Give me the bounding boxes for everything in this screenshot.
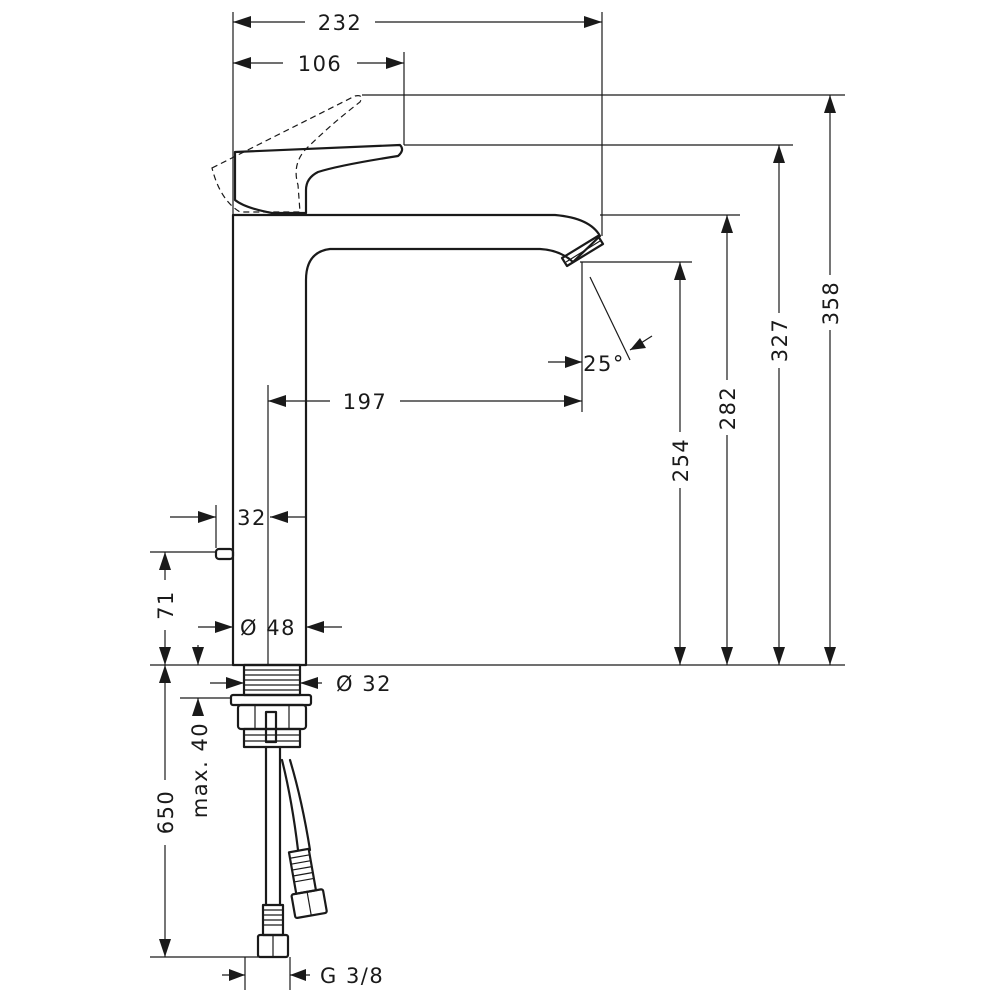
lever-open-outline	[211, 95, 362, 213]
washer	[229, 693, 313, 707]
dim-height-282: 282	[716, 215, 740, 665]
dim-deck-thickness: max. 40	[188, 645, 212, 818]
spray-angle-line	[589, 276, 631, 361]
dim-106-label: 106	[298, 52, 343, 76]
hose-fitting-angled	[287, 847, 328, 920]
dim-popup-offset: 32	[170, 505, 306, 548]
dim-282-label: 282	[716, 386, 740, 431]
dim-48-label: Ø 48	[240, 616, 296, 640]
dim-popup-height: 71	[154, 552, 178, 665]
lever-outline	[233, 143, 404, 215]
lower-thread	[242, 727, 302, 749]
dim-body-diameter: Ø 48	[198, 616, 342, 640]
dim-g38-label: G 3/8	[320, 964, 384, 988]
dim-358-label: 358	[819, 281, 843, 326]
dim-71-label: 71	[154, 590, 178, 620]
popup-knob	[214, 547, 235, 561]
dim-connection-thread: G 3/8	[222, 964, 384, 988]
threaded-shank	[229, 663, 313, 749]
faucet-body	[231, 213, 605, 667]
dim-height-327: 327	[768, 145, 792, 665]
shank-threads	[244, 669, 300, 691]
dim-25-label: 25°	[583, 352, 625, 376]
bent-hose-left	[280, 758, 300, 852]
lever-handle-open-dashed	[211, 95, 362, 213]
dim-shank-diameter: Ø 32	[210, 672, 392, 696]
dim-hose-length: 650	[154, 665, 178, 957]
dim-197-label: 197	[343, 390, 388, 414]
dim-254-label: 254	[669, 438, 693, 483]
dim-232-label: 232	[318, 11, 363, 35]
dim-32-shank-label: Ø 32	[336, 672, 392, 696]
aerator	[560, 234, 605, 268]
popup-rod	[214, 547, 235, 561]
dim-height-254: 254	[669, 262, 693, 665]
dim-width-handle: 106	[233, 52, 404, 76]
dim-height-358: 358	[819, 95, 843, 665]
extension-lines	[150, 12, 845, 990]
lever-handle	[233, 143, 404, 215]
bent-hose-right	[288, 758, 312, 852]
hose-fitting-vertical	[256, 903, 290, 959]
supply-hoses	[256, 745, 328, 959]
dim-40-label: max. 40	[188, 722, 212, 818]
dim-spout-reach: 197	[268, 390, 582, 414]
dim-spray-angle: 25°	[548, 335, 653, 376]
dim-width-overall: 232	[233, 11, 602, 35]
dim-650-label: 650	[154, 790, 178, 835]
dim-32-popup-label: 32	[237, 506, 267, 530]
fixing-nut	[236, 703, 308, 731]
screw	[264, 710, 278, 744]
body-outline	[231, 213, 602, 667]
dim-327-label: 327	[768, 318, 792, 363]
aerator-line	[565, 240, 601, 263]
